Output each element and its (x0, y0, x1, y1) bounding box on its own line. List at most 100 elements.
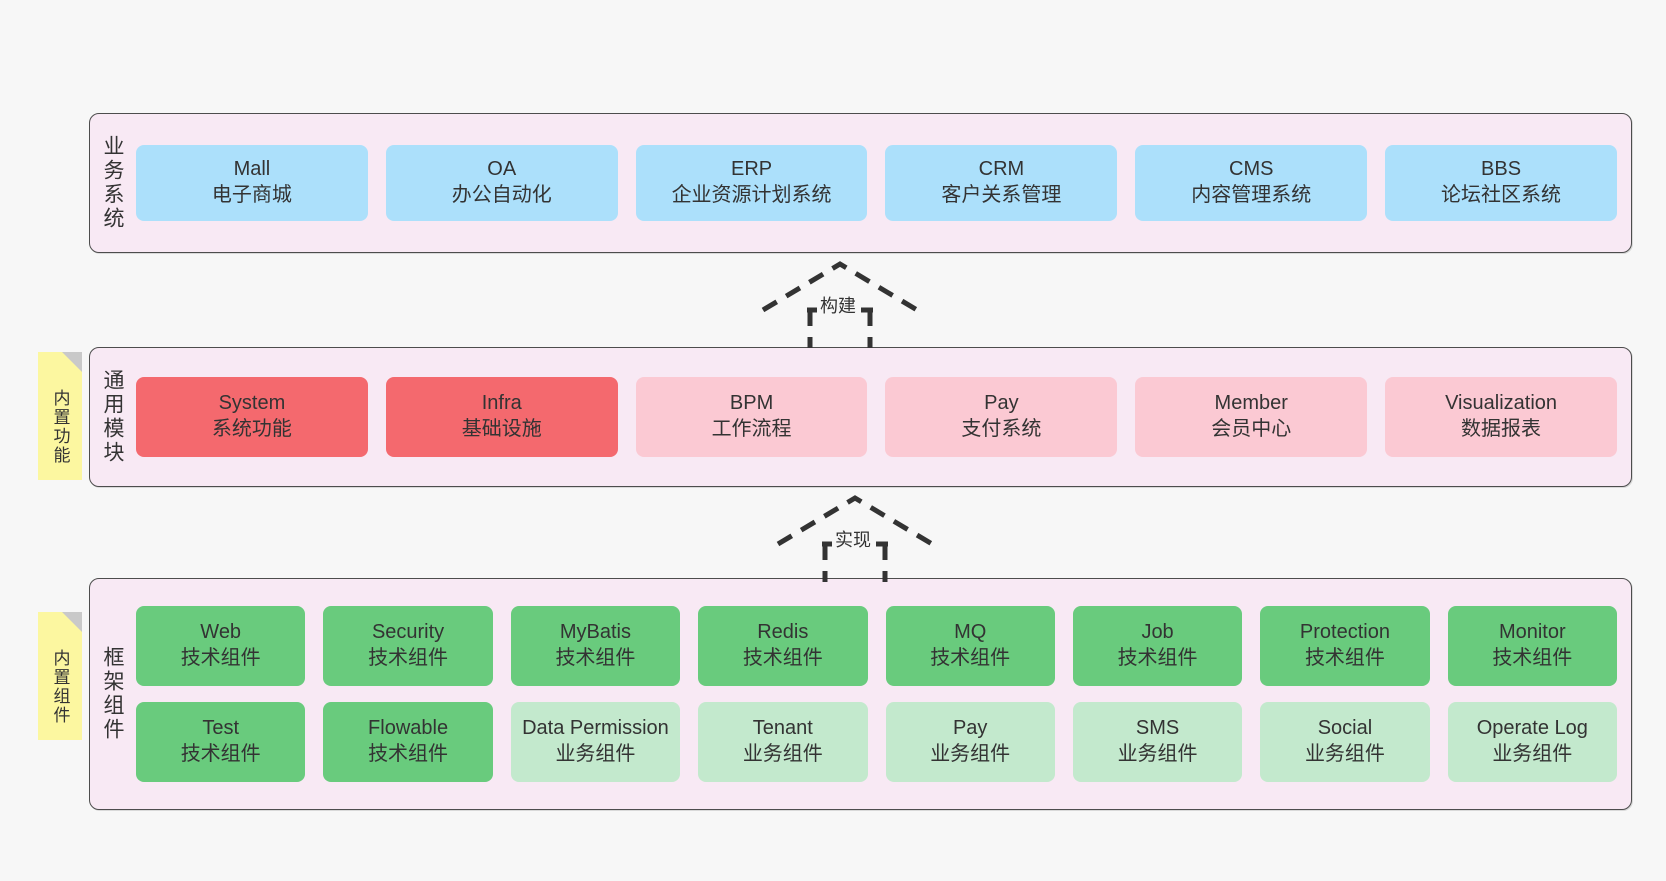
node-row: Test 技术组件 Flowable 技术组件 Data Permission … (136, 702, 1617, 782)
node-web[interactable]: Web 技术组件 (136, 606, 306, 686)
node-subtitle: 数据报表 (1461, 418, 1542, 440)
node-subtitle: 客户关系管理 (941, 184, 1062, 206)
node-subtitle: 技术组件 (742, 647, 823, 669)
node-subtitle: 业务组件 (1117, 743, 1198, 765)
node-subtitle: 技术组件 (555, 647, 636, 669)
connector-build-label: 构建 (817, 292, 859, 318)
node-subtitle: 技术组件 (180, 647, 261, 669)
node-subtitle: 支付系统 (961, 418, 1042, 440)
node-pay-component[interactable]: Pay 业务组件 (885, 702, 1055, 782)
node-title: Flowable (368, 717, 449, 740)
node-subtitle: 技术组件 (1492, 647, 1573, 669)
node-subtitle: 技术组件 (368, 647, 449, 669)
layer-framework-nodes: Web 技术组件 Security 技术组件 MyBatis 技术组件 Redi… (134, 606, 1631, 782)
note-builtin-component: 内置组件 (38, 612, 82, 740)
node-security[interactable]: Security 技术组件 (323, 606, 493, 686)
node-title: Mall (233, 158, 271, 181)
note-builtin-function: 内置功能 (38, 352, 82, 480)
node-operate-log[interactable]: Operate Log 业务组件 (1447, 702, 1617, 782)
node-subtitle: 电子商城 (211, 184, 292, 206)
node-flowable[interactable]: Flowable 技术组件 (323, 702, 493, 782)
connector-implement-label: 实现 (832, 526, 874, 552)
node-title: BBS (1481, 158, 1522, 181)
node-job[interactable]: Job 技术组件 (1072, 606, 1243, 686)
connector-implement: 实现 (770, 492, 940, 582)
node-subtitle: 技术组件 (930, 647, 1011, 669)
node-cms[interactable]: CMS 内容管理系统 (1135, 145, 1368, 221)
node-title: Data Permission (522, 717, 669, 740)
node-oa[interactable]: OA 办公自动化 (385, 145, 618, 221)
node-subtitle: 基础设施 (461, 418, 542, 440)
layer-common-modules: 通用模块 System 系统功能 Infra 基础设施 BPM 工作流程 Pay… (89, 347, 1632, 487)
node-title: Test (202, 717, 240, 740)
layer-label-business: 业务系统 (101, 135, 124, 231)
node-subtitle: 会员中心 (1211, 418, 1292, 440)
node-member[interactable]: Member 会员中心 (1135, 377, 1368, 457)
node-mybatis[interactable]: MyBatis 技术组件 (510, 606, 681, 686)
node-pay[interactable]: Pay 支付系统 (885, 377, 1118, 457)
node-title: Social (1317, 717, 1373, 740)
node-tenant[interactable]: Tenant 业务组件 (698, 702, 868, 782)
node-redis[interactable]: Redis 技术组件 (698, 606, 868, 686)
node-subtitle: 技术组件 (1117, 647, 1198, 669)
note-label: 内置组件 (50, 649, 70, 725)
node-subtitle: 论坛社区系统 (1441, 184, 1562, 206)
node-social[interactable]: Social 业务组件 (1260, 702, 1430, 782)
note-label: 内置功能 (50, 389, 70, 465)
node-title: CMS (1229, 158, 1274, 181)
node-monitor[interactable]: Monitor 技术组件 (1447, 606, 1617, 686)
node-title: Pay (984, 392, 1019, 415)
node-title: System (218, 392, 286, 415)
node-subtitle: 业务组件 (930, 743, 1011, 765)
layer-business-nodes: Mall 电子商城 OA 办公自动化 ERP 企业资源计划系统 CRM 客户关系… (134, 145, 1631, 221)
node-subtitle: 技术组件 (1304, 647, 1385, 669)
connector-build: 构建 (755, 258, 925, 348)
node-title: Infra (481, 392, 522, 415)
node-mall[interactable]: Mall 电子商城 (136, 145, 368, 221)
node-subtitle: 业务组件 (555, 743, 636, 765)
node-test[interactable]: Test 技术组件 (136, 702, 306, 782)
node-row: Mall 电子商城 OA 办公自动化 ERP 企业资源计划系统 CRM 客户关系… (136, 145, 1617, 221)
node-mq[interactable]: MQ 技术组件 (885, 606, 1055, 686)
node-system[interactable]: System 系统功能 (136, 377, 368, 457)
node-subtitle: 办公自动化 (451, 184, 552, 206)
node-title: Protection (1299, 621, 1390, 644)
layer-label-modules: 通用模块 (101, 369, 124, 465)
node-subtitle: 业务组件 (1492, 743, 1573, 765)
node-subtitle: 业务组件 (742, 743, 823, 765)
node-title: SMS (1135, 717, 1180, 740)
node-subtitle: 系统功能 (211, 418, 292, 440)
node-title: Pay (952, 717, 988, 740)
node-title: Redis (757, 621, 809, 644)
node-title: Monitor (1498, 621, 1566, 644)
node-erp[interactable]: ERP 企业资源计划系统 (635, 145, 868, 221)
node-sms[interactable]: SMS 业务组件 (1072, 702, 1243, 782)
node-bpm[interactable]: BPM 工作流程 (635, 377, 868, 457)
node-subtitle: 技术组件 (180, 743, 261, 765)
layer-label-framework: 框架组件 (101, 646, 124, 742)
node-subtitle: 业务组件 (1304, 743, 1385, 765)
node-subtitle: 内容管理系统 (1191, 184, 1312, 206)
node-title: Security (371, 621, 445, 644)
node-title: OA (487, 158, 517, 181)
node-title: Operate Log (1476, 717, 1588, 740)
node-crm[interactable]: CRM 客户关系管理 (885, 145, 1118, 221)
node-subtitle: 企业资源计划系统 (671, 184, 832, 206)
layer-modules-nodes: System 系统功能 Infra 基础设施 BPM 工作流程 Pay 支付系统… (134, 377, 1631, 457)
node-title: MQ (954, 621, 987, 644)
node-title: Web (200, 621, 242, 644)
node-title: ERP (731, 158, 773, 181)
node-title: CRM (978, 158, 1025, 181)
node-title: Job (1141, 621, 1174, 644)
node-data-permission[interactable]: Data Permission 业务组件 (510, 702, 681, 782)
layer-business-systems: 业务系统 Mall 电子商城 OA 办公自动化 ERP 企业资源计划系统 CRM… (89, 113, 1632, 253)
node-title: Tenant (752, 717, 813, 740)
node-protection[interactable]: Protection 技术组件 (1260, 606, 1430, 686)
node-infra[interactable]: Infra 基础设施 (385, 377, 618, 457)
node-subtitle: 技术组件 (368, 743, 449, 765)
layer-framework-components: 框架组件 Web 技术组件 Security 技术组件 MyBatis 技术组件… (89, 578, 1632, 810)
node-title: Member (1214, 392, 1288, 415)
node-title: MyBatis (559, 621, 631, 644)
node-bbs[interactable]: BBS 论坛社区系统 (1385, 145, 1617, 221)
node-visualization[interactable]: Visualization 数据报表 (1385, 377, 1617, 457)
